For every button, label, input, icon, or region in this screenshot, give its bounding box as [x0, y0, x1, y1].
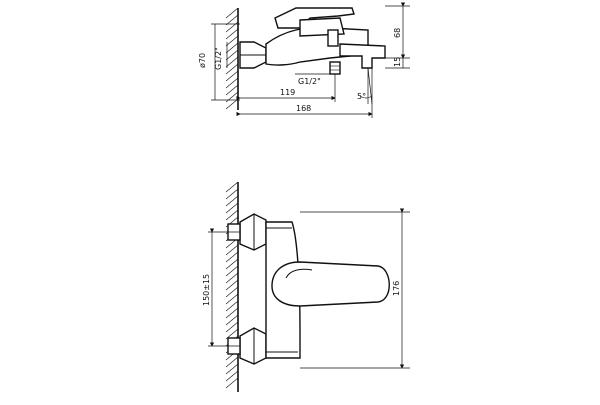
hatch-line [225, 35, 239, 47]
hatch-line [225, 202, 239, 214]
dim-176-label: 176 [392, 281, 401, 296]
dim-68-label: 68 [393, 28, 402, 38]
hatch-line [225, 377, 239, 389]
hatch-line [225, 70, 239, 82]
hatch-line [225, 14, 239, 26]
hatch-line [225, 77, 239, 89]
dim-15-label: 15 [393, 57, 402, 67]
hatch-line [225, 293, 239, 305]
front-elevation-view: 150±15 176 [202, 181, 410, 392]
hatch-line [225, 181, 239, 193]
hatch-line [225, 188, 239, 200]
dim-thread-lower-label: G1/2" [298, 77, 321, 86]
hatch-line [225, 251, 239, 263]
hatch-line [225, 209, 239, 221]
hatch-line [225, 42, 239, 54]
spout-side [339, 43, 386, 69]
hatch-line [225, 279, 239, 291]
hatch-line [225, 370, 239, 382]
hatch-line [225, 300, 239, 312]
hatch-line [225, 314, 239, 326]
hatch-line [225, 49, 239, 61]
hatch-line [225, 356, 239, 368]
dim-spacing-label: 150±15 [202, 274, 211, 306]
hatch-line [225, 272, 239, 284]
hatch-line [225, 63, 239, 75]
hatch-line [225, 265, 239, 277]
hatch-line [225, 286, 239, 298]
hatch-line [225, 56, 239, 68]
hatch-line [225, 244, 239, 256]
dim-angle-label: 5° [357, 92, 366, 101]
hatch-line [225, 195, 239, 207]
hatch-line [225, 84, 239, 96]
lever-handle-side [274, 7, 355, 29]
lever-handle-front [271, 261, 390, 307]
dim-119-label: 119 [280, 88, 295, 97]
dim-diameter-label: ø70 [198, 53, 207, 68]
hatch-line [225, 307, 239, 319]
hatch-line [225, 258, 239, 270]
hatch-line [225, 98, 239, 110]
hatch-line [225, 28, 239, 40]
diverter-knob [327, 29, 339, 47]
hatch-line [225, 321, 239, 333]
dim-thread-label: G1/2" [214, 47, 223, 70]
wall-hatch-top [225, 7, 239, 110]
hatch-line [225, 7, 239, 19]
wall-hatch-bottom [225, 181, 239, 392]
lower-connector-nut [239, 327, 267, 365]
dim-168-label: 168 [296, 104, 311, 113]
hatch-line [225, 363, 239, 375]
upper-connector-nut [239, 213, 267, 251]
side-elevation-view: ø70 G1/2" G1/2" 119 168 68 15 5° [198, 2, 410, 118]
lower-thread-stub [329, 61, 341, 75]
